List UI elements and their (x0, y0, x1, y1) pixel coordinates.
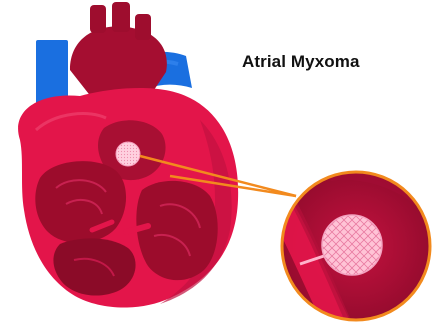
myxoma-tumor-zoomed (322, 215, 382, 275)
myxoma-tumor-small (116, 142, 140, 166)
aortic-branch-3 (135, 14, 151, 40)
left-ventricle-chamber (136, 181, 217, 280)
aortic-branch-2 (112, 2, 130, 32)
right-atrium-chamber (35, 161, 126, 243)
diagram-title: Atrial Myxoma (242, 52, 360, 72)
aorta (70, 2, 167, 98)
aortic-branch-1 (90, 5, 106, 33)
zoom-callout (282, 172, 436, 330)
